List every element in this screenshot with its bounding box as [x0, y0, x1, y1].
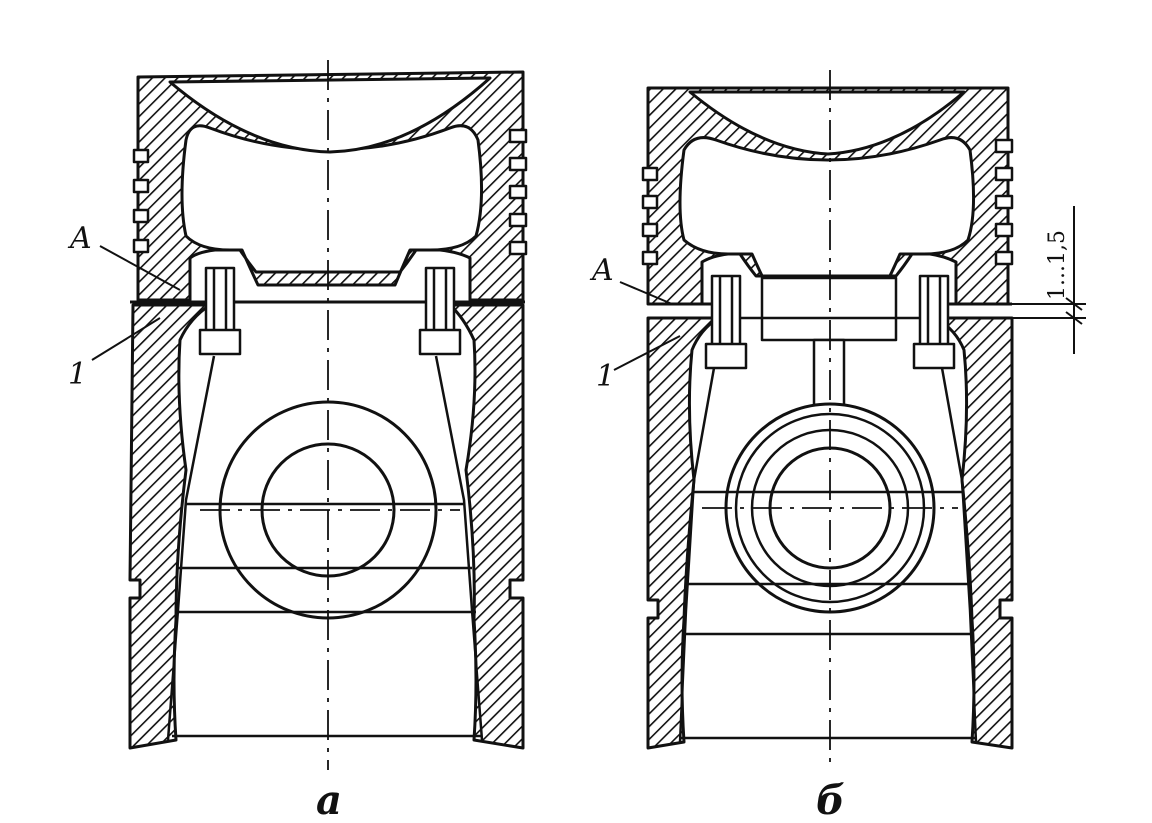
- piston-right-view: [613, 70, 1086, 770]
- skirt-inner-left-r: [678, 367, 716, 743]
- piston-left-view: [91, 60, 528, 770]
- crown-boss-right: [760, 276, 898, 342]
- skirt-inner-right: [434, 355, 484, 741]
- leader-1-right: [613, 335, 681, 371]
- callout-A-left: A: [67, 221, 92, 256]
- callout-1-right: 1: [596, 359, 615, 394]
- caption-left: a: [316, 777, 342, 823]
- skirt-inner-right-r: [940, 367, 978, 743]
- dimension-gap-right: [1012, 206, 1086, 354]
- ring-grooves-right: [641, 138, 1014, 266]
- leader-A-right: [619, 281, 673, 305]
- skirt-inner-left: [166, 355, 216, 741]
- bolts-left: [198, 266, 462, 356]
- leader-1-left: [91, 317, 161, 361]
- oil-channel-right: [812, 338, 846, 412]
- bolts-right: [704, 274, 956, 370]
- leader-A-left: [99, 245, 181, 291]
- skirt-right-wall-right: [934, 316, 1014, 750]
- crown-bowl-right: [688, 90, 966, 156]
- crown-bowl-left: [168, 76, 492, 154]
- callout-1-left: 1: [68, 357, 87, 392]
- caption-right: б: [816, 777, 845, 823]
- skirt-right-wall-left: [448, 303, 525, 750]
- ring-grooves-left: [132, 128, 528, 256]
- dimension-label-right: 1...1,5: [1045, 230, 1070, 300]
- skirt-left-wall-left: [128, 303, 212, 750]
- callout-A-right: A: [589, 253, 614, 288]
